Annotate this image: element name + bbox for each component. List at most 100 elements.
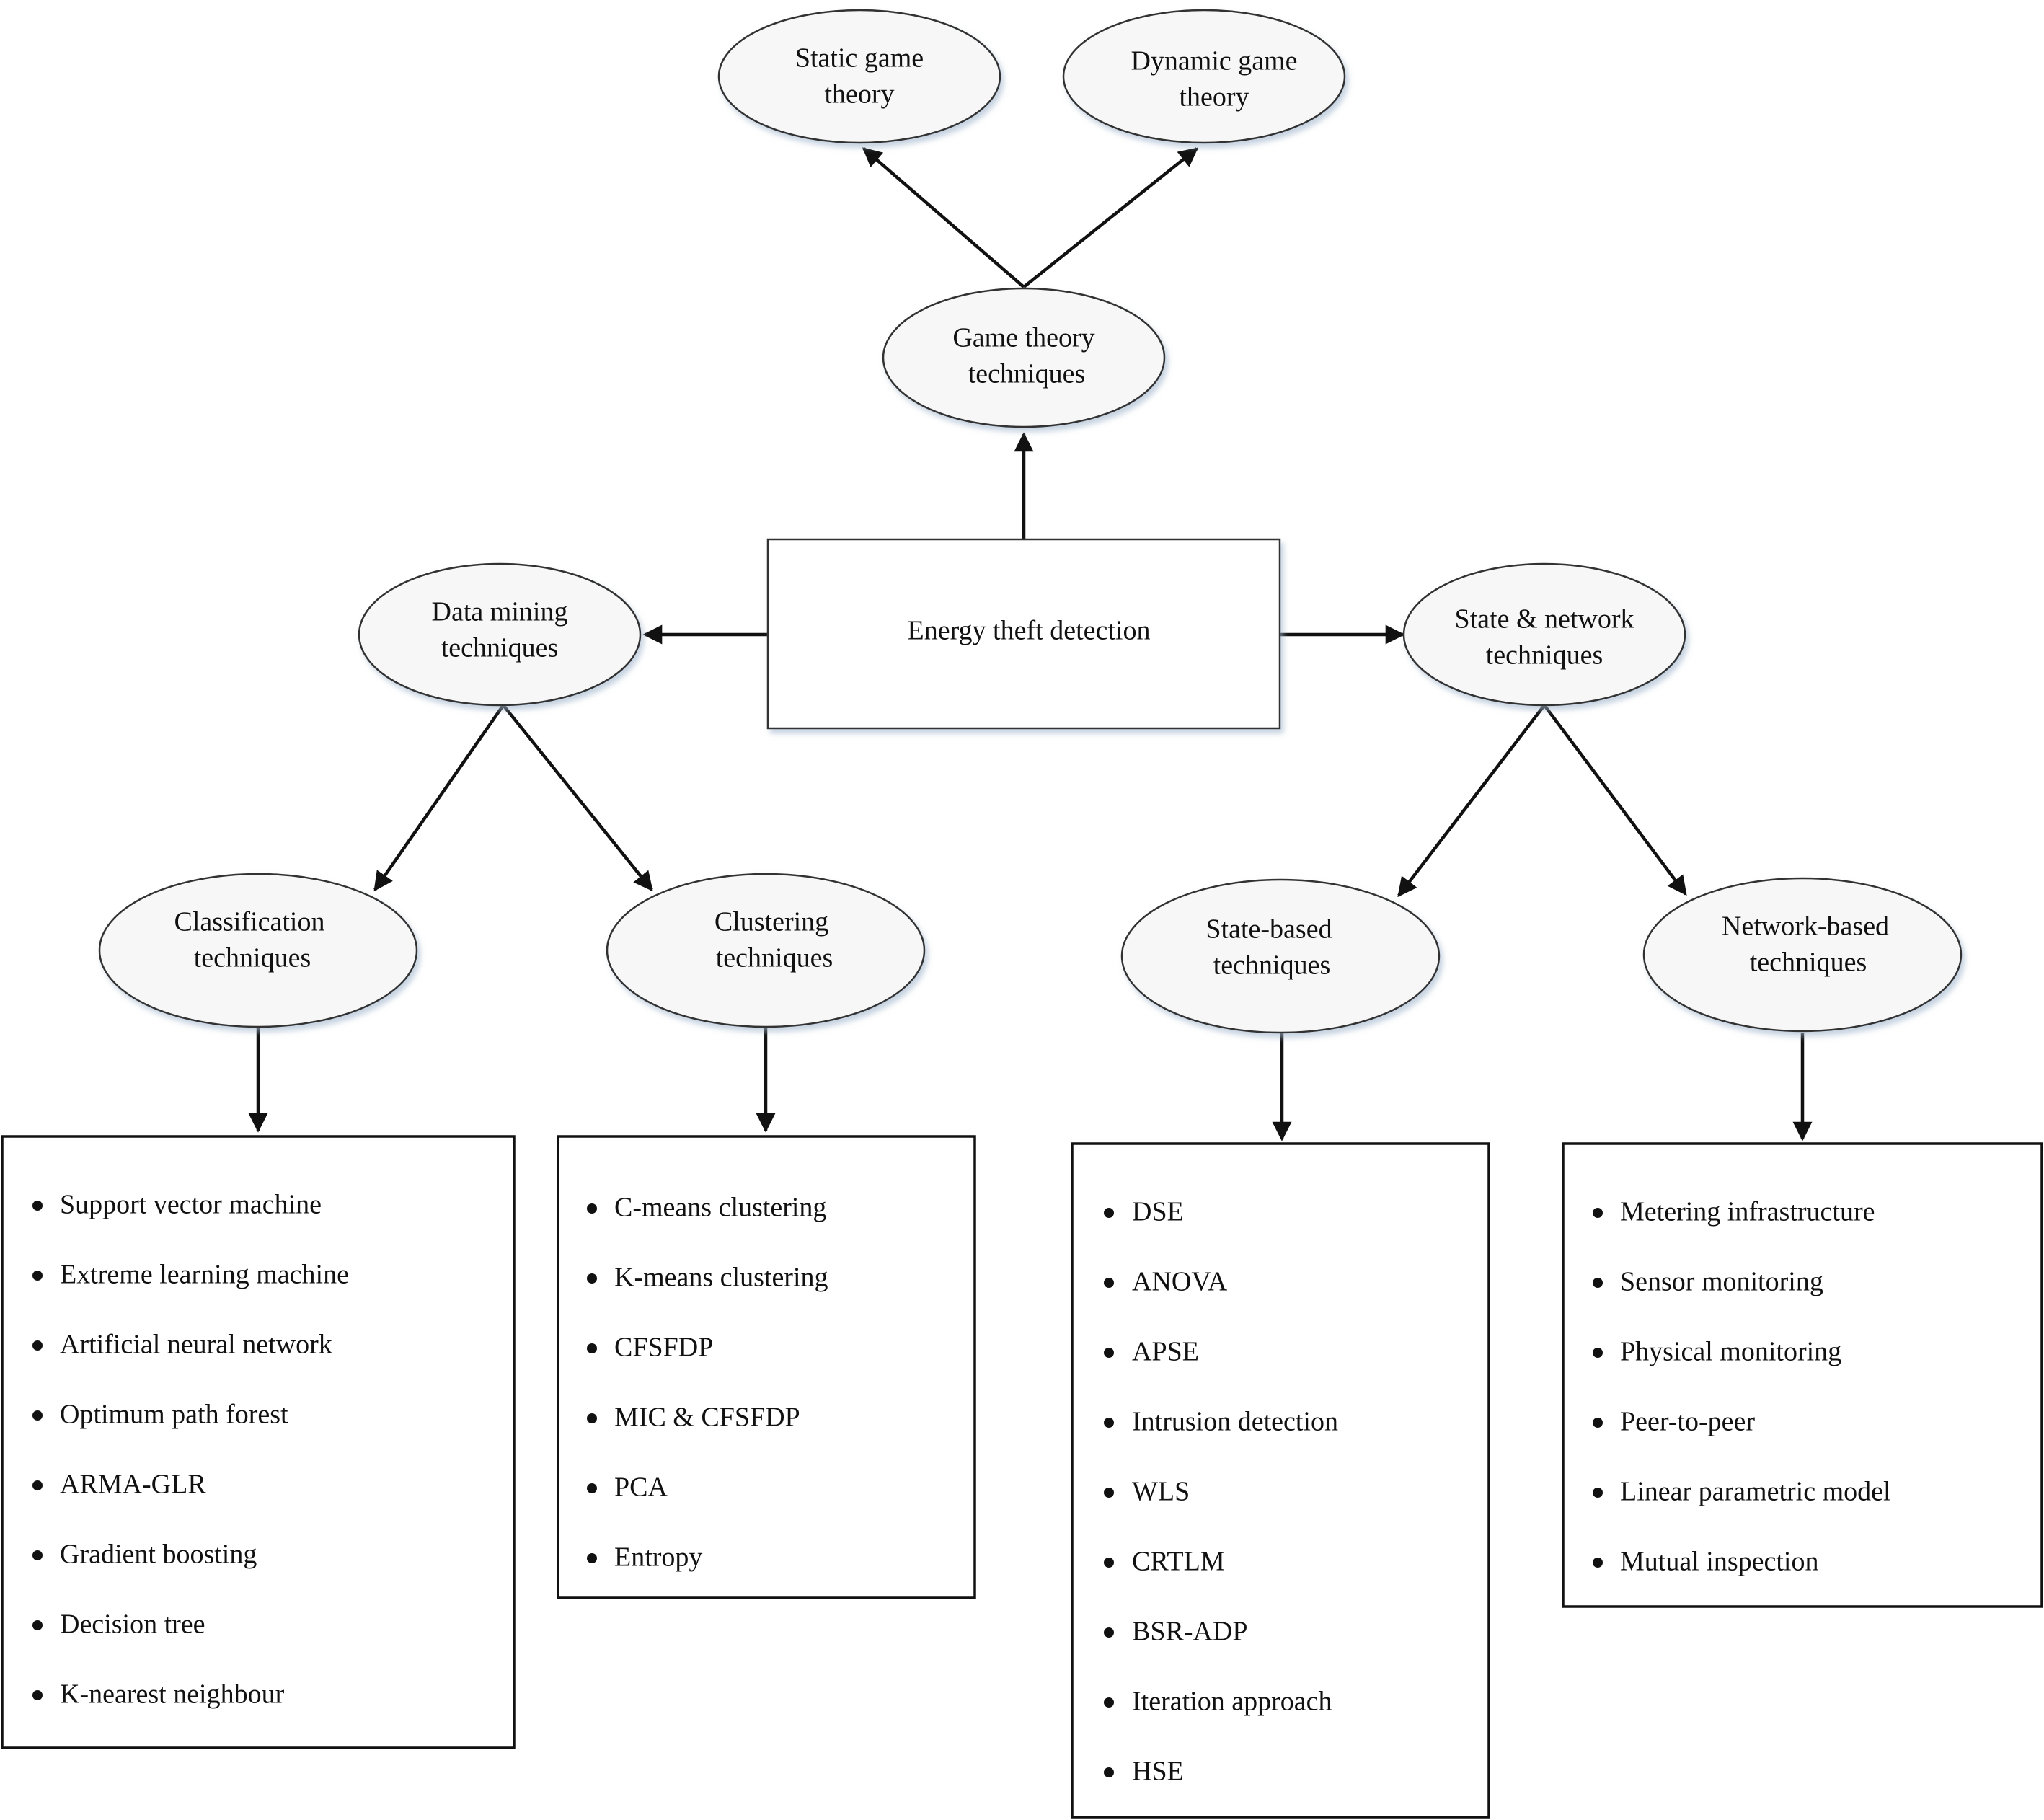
- list-item: Gradient boosting: [60, 1540, 257, 1570]
- list-item: CFSFDP: [614, 1333, 713, 1363]
- list-item: Decision tree: [60, 1609, 205, 1640]
- classification-label-line-1: Classification: [174, 907, 325, 937]
- arrow-data-mining-to-classification: [373, 704, 505, 892]
- bullet-icon: [1593, 1348, 1603, 1358]
- list-item: Artificial neural network: [60, 1330, 332, 1360]
- arrow-data-mining-to-clustering: [502, 704, 653, 892]
- bullet-icon: [1104, 1697, 1114, 1708]
- bullet-icon: [587, 1343, 597, 1353]
- dynamic-game-label-line-2: theory: [1179, 82, 1249, 112]
- dynamic-game-label-line-1: Dynamic game: [1131, 46, 1297, 76]
- list-item: Iteration approach: [1132, 1687, 1332, 1717]
- data-mining-label-line-1: Data mining: [432, 597, 568, 627]
- clustering-label-line-2: techniques: [716, 943, 833, 973]
- list-item: C-means clustering: [614, 1193, 826, 1223]
- list-item: Physical monitoring: [1620, 1337, 1841, 1367]
- state-based-label-line-2: techniques: [1213, 950, 1331, 981]
- list-item: BSR-ADP: [1132, 1617, 1248, 1647]
- list-item: MIC & CFSFDP: [614, 1402, 800, 1433]
- clustering-list-box: [557, 1135, 976, 1599]
- bullet-icon: [1593, 1208, 1603, 1218]
- list-item: Linear parametric model: [1620, 1477, 1891, 1507]
- node-dynamic-game-theory: Dynamic game theory: [1062, 9, 1346, 144]
- network-based-list-box: [1562, 1142, 2043, 1608]
- data-mining-label-line-2: techniques: [441, 633, 559, 663]
- list-item: Intrusion detection: [1132, 1407, 1338, 1437]
- list-item: WLS: [1132, 1477, 1190, 1507]
- node-state-based-techniques: State-based techniques: [1120, 878, 1441, 1034]
- list-item: Peer-to-peer: [1620, 1407, 1755, 1437]
- list-item: Metering infrastructure: [1620, 1197, 1875, 1227]
- bullet-icon: [32, 1480, 43, 1490]
- list-item: PCA: [614, 1472, 668, 1503]
- bullet-icon: [1593, 1418, 1603, 1428]
- bullet-icon: [1104, 1278, 1114, 1288]
- list-item: APSE: [1132, 1337, 1199, 1367]
- bullet-icon: [1104, 1767, 1114, 1777]
- center-label: Energy theft detection: [908, 616, 1151, 646]
- bullet-icon: [32, 1340, 43, 1351]
- bullet-icon: [32, 1550, 43, 1560]
- node-network-based-techniques: Network-based techniques: [1642, 877, 1963, 1033]
- list-item: CRTLM: [1132, 1547, 1225, 1577]
- center-node: Energy theft detection: [766, 538, 1281, 730]
- bullet-icon: [1104, 1488, 1114, 1498]
- arrow-state-network-to-network-based: [1543, 704, 1687, 896]
- node-data-mining-techniques: Data mining techniques: [358, 562, 642, 707]
- state-network-label-line-2: techniques: [1486, 640, 1603, 671]
- node-classification-techniques: Classification techniques: [98, 873, 418, 1028]
- bullet-icon: [1593, 1558, 1603, 1568]
- bullet-icon: [587, 1553, 597, 1563]
- state-network-label-line-1: State & network: [1454, 604, 1634, 635]
- list-item: ANOVA: [1132, 1267, 1228, 1297]
- bullet-icon: [1104, 1558, 1114, 1568]
- node-clustering-techniques: Clustering techniques: [606, 873, 926, 1028]
- node-game-theory-techniques: Game theory techniques: [882, 287, 1166, 428]
- list-item: Extreme learning machine: [60, 1260, 349, 1290]
- list-item: K-nearest neighbour: [60, 1679, 285, 1710]
- network-based-label-line-2: techniques: [1750, 947, 1867, 978]
- bullet-icon: [32, 1620, 43, 1630]
- network-based-label-line-1: Network-based: [1722, 911, 1889, 942]
- bullet-icon: [1593, 1278, 1603, 1288]
- game-theory-label-line-1: Game theory: [952, 323, 1094, 353]
- bullet-icon: [32, 1271, 43, 1281]
- static-game-label-line-2: theory: [824, 79, 894, 110]
- node-state-network-techniques: State & network techniques: [1402, 562, 1686, 707]
- bullet-icon: [587, 1203, 597, 1214]
- bullet-icon: [32, 1201, 43, 1211]
- state-based-list-box: [1071, 1142, 1490, 1819]
- bullet-icon: [32, 1410, 43, 1421]
- list-item: Optimum path forest: [60, 1400, 288, 1430]
- list-item: Support vector machine: [60, 1190, 322, 1220]
- bullet-icon: [1104, 1208, 1114, 1218]
- clustering-label-line-1: Clustering: [714, 907, 828, 937]
- arrows: [248, 147, 1813, 1141]
- bullet-icon: [1593, 1488, 1603, 1498]
- list-item: DSE: [1132, 1197, 1184, 1227]
- bullet-icon: [1104, 1418, 1114, 1428]
- bullet-icon: [587, 1413, 597, 1423]
- game-theory-label-line-2: techniques: [968, 359, 1086, 389]
- static-game-label-line-1: Static game: [795, 43, 924, 74]
- bullet-icon: [1104, 1627, 1114, 1638]
- list-item: Entropy: [614, 1542, 702, 1573]
- list-item: K-means clustering: [614, 1263, 828, 1293]
- list-item: Mutual inspection: [1620, 1547, 1818, 1577]
- arrow-game-theory-to-dynamic: [1022, 147, 1199, 288]
- list-item: ARMA-GLR: [60, 1470, 206, 1500]
- state-based-label-line-1: State-based: [1205, 914, 1332, 945]
- bullet-icon: [32, 1690, 43, 1700]
- bullet-icon: [1104, 1348, 1114, 1358]
- arrow-game-theory-to-static: [862, 147, 1025, 288]
- list-item: Sensor monitoring: [1620, 1267, 1823, 1297]
- node-static-game-theory: Static game theory: [717, 9, 1001, 144]
- bullet-icon: [587, 1483, 597, 1493]
- arrow-state-network-to-state-based: [1397, 704, 1546, 898]
- classification-list-box: [1, 1135, 516, 1749]
